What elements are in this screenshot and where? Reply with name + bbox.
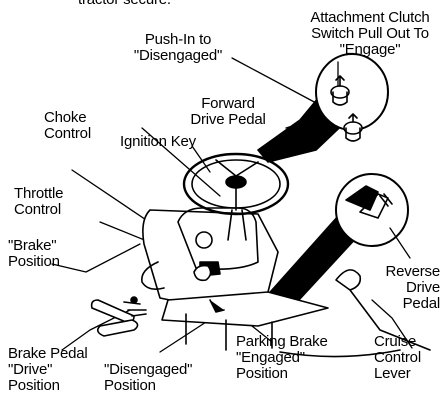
- header-fragment: tractor secure.: [78, 0, 171, 8]
- label-reverse-drive: Reverse Drive Pedal: [360, 264, 440, 312]
- label-brake-pedal: Brake Pedal "Drive" Position: [8, 346, 88, 394]
- label-brake-position: "Brake" Position: [8, 238, 60, 270]
- label-attachment-clutch: Attachment Clutch Switch Pull Out To "En…: [300, 10, 440, 58]
- label-disengaged-position: "Disengaged" Position: [104, 362, 192, 394]
- label-parking-brake: Parking Brake "Engaged" Position: [236, 334, 328, 382]
- label-choke: Choke Control: [44, 110, 91, 142]
- brake-pedal-parts: [92, 297, 146, 336]
- label-push-in: Push-In to "Disengaged": [124, 32, 232, 64]
- label-forward-drive: Forward Drive Pedal: [168, 96, 288, 128]
- label-ignition: Ignition Key: [120, 134, 196, 150]
- label-throttle: Throttle Control: [14, 186, 63, 218]
- label-cruise-control: Cruise Control Lever: [374, 334, 421, 382]
- reverse-pedal-inset: [336, 174, 408, 246]
